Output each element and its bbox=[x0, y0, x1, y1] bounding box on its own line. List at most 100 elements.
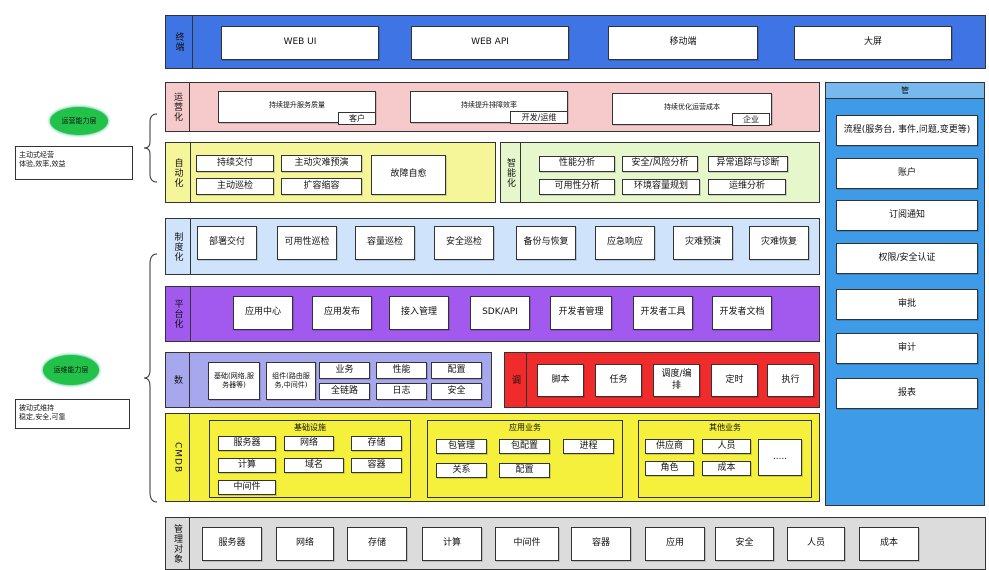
manage-account: 账户 bbox=[836, 158, 978, 189]
capability-bottom-oval: 运维能力层 bbox=[43, 355, 99, 385]
cmdb-personnel: 人员 bbox=[702, 439, 751, 454]
capability-bottom-note: 被动式维持 稳定,安全,可靠 bbox=[15, 399, 130, 429]
object-compute: 计算 bbox=[422, 527, 482, 561]
object-storage: 存储 bbox=[347, 527, 407, 561]
cmdb-label-text: CMDB bbox=[172, 441, 183, 474]
institutional-availability-inspection: 可用性巡检 bbox=[277, 226, 337, 260]
automation-scaling: 扩容缩容 bbox=[281, 178, 362, 195]
automation-self-healing: 故障自愈 bbox=[371, 155, 446, 195]
platform-developer-management: 开发者管理 bbox=[550, 296, 612, 330]
manage-audit: 审计 bbox=[836, 333, 978, 364]
institutional-backup-restore: 备份与恢复 bbox=[516, 226, 576, 260]
object-network: 网络 bbox=[276, 527, 334, 561]
manage-title: 管 bbox=[901, 86, 909, 95]
intelligence-availability: 可用性分析 bbox=[539, 179, 615, 195]
operation-tag-customer: 客户 bbox=[338, 112, 376, 125]
cmdb-middleware: 中间件 bbox=[218, 480, 276, 495]
execute-orchestration: 调度/编排 bbox=[653, 364, 700, 397]
cmdb-supplier: 供应商 bbox=[645, 439, 694, 454]
institutional-deploy-delivery: 部署交付 bbox=[197, 226, 257, 260]
execute-row: 调 脚本 任务 调度/编排 定时 执行 bbox=[504, 352, 820, 408]
cmdb-group-other-title: 其他业务 bbox=[709, 423, 741, 432]
execute-script: 脚本 bbox=[537, 364, 584, 397]
data-full-link: 全链路 bbox=[319, 383, 370, 400]
cmdb-cost: 成本 bbox=[702, 461, 751, 476]
platform-row: 平台化 应用中心 应用发布 接入管理 SDK/API 开发者管理 开发者工具 开… bbox=[165, 286, 820, 342]
cmdb-package-config: 包配置 bbox=[499, 439, 550, 454]
automation-label-text: 自动化 bbox=[172, 157, 183, 188]
object-application: 应用 bbox=[645, 527, 705, 561]
data-infrastructure: 基础(网络,服务器等) bbox=[208, 362, 260, 400]
institutional-label: 制度化 bbox=[166, 219, 191, 274]
institutional-label-text: 制度化 bbox=[172, 231, 183, 262]
cmdb-more: ..... bbox=[758, 439, 802, 476]
object-personnel: 人员 bbox=[787, 527, 845, 561]
cmdb-group-infrastructure-title: 基础设施 bbox=[294, 423, 326, 432]
capability-bottom-note-line2: 稳定,安全,可靠 bbox=[19, 413, 66, 422]
automation-continuous-delivery: 持续交付 bbox=[196, 155, 274, 172]
execute-task: 任务 bbox=[595, 364, 642, 397]
manage-permission: 权限/安全认证 bbox=[836, 243, 978, 274]
platform-access-management: 接入管理 bbox=[389, 296, 449, 330]
intelligence-performance: 性能分析 bbox=[539, 156, 615, 172]
manage-title-bar: 管 bbox=[826, 83, 984, 99]
manage-process: 流程(服务台, 事件,问题,变更等) bbox=[836, 115, 978, 146]
cmdb-package-management: 包管理 bbox=[436, 439, 487, 454]
cmdb-group-application-title: 应用业务 bbox=[509, 423, 541, 432]
platform-developer-docs: 开发者文档 bbox=[712, 296, 772, 330]
institutional-disaster-drill: 灾难预演 bbox=[673, 226, 733, 260]
object-server: 服务器 bbox=[202, 527, 262, 561]
capability-top-note-line1: 主动式经营 bbox=[19, 151, 54, 159]
cmdb-group-application: 应用业务 包管理 包配置 进程 关系 配置 bbox=[427, 420, 623, 498]
platform-sdk-api: SDK/API bbox=[470, 296, 530, 330]
cmdb-server: 服务器 bbox=[218, 436, 276, 451]
cmdb-storage: 存储 bbox=[351, 436, 402, 451]
cmdb-group-other: 其他业务 供应商 人员 角色 成本 ..... bbox=[638, 420, 812, 498]
institutional-emergency-response: 应急响应 bbox=[595, 226, 655, 260]
cmdb-network: 网络 bbox=[284, 436, 334, 451]
execute-label-text: 调 bbox=[510, 375, 520, 385]
data-components: 组件(路由服务,中间件) bbox=[266, 362, 316, 400]
objects-label: 管理对象 bbox=[166, 518, 190, 569]
object-container: 容器 bbox=[571, 527, 631, 561]
brace-top bbox=[143, 113, 158, 183]
data-business: 业务 bbox=[319, 362, 370, 379]
operation-row: 运营化 持续提升服务质量 客户 持续提升排障效率 开发/运维 持续优化运营成本 … bbox=[165, 82, 820, 132]
object-middleware: 中间件 bbox=[495, 527, 559, 561]
intelligence-row: 智能化 性能分析 安全/风险分析 异常追踪与诊断 可用性分析 环境容量规划 运维… bbox=[500, 142, 820, 203]
operation-tag-enterprise: 企业 bbox=[732, 113, 770, 126]
platform-label-text: 平台化 bbox=[172, 299, 183, 329]
channels-label: 终端 bbox=[166, 16, 193, 68]
intelligence-ops-analysis: 运维分析 bbox=[708, 179, 786, 195]
platform-app-center: 应用中心 bbox=[233, 296, 293, 330]
data-config: 配置 bbox=[431, 362, 482, 379]
object-security: 安全 bbox=[715, 527, 774, 561]
object-cost: 成本 bbox=[859, 527, 919, 561]
operation-item-service-quality: 持续提升服务质量 bbox=[218, 91, 376, 123]
intelligence-capacity-planning: 环境容量规划 bbox=[622, 179, 700, 195]
cmdb-container: 容器 bbox=[351, 458, 402, 473]
automation-active-inspection: 主动巡检 bbox=[196, 178, 274, 195]
intelligence-label: 智能化 bbox=[501, 143, 521, 202]
manage-column: 管 流程(服务台, 事件,问题,变更等) 账户 订阅通知 权限/安全认证 审批 … bbox=[825, 82, 985, 506]
capability-top-note-line2: 体验,效率,效益 bbox=[19, 160, 66, 169]
objects-label-text: 管理对象 bbox=[172, 523, 182, 564]
automation-row: 自动化 持续交付 主动灾难预演 主动巡检 扩容缩容 故障自愈 bbox=[165, 142, 496, 203]
data-security: 安全 bbox=[431, 383, 482, 400]
data-performance: 性能 bbox=[376, 362, 427, 379]
execute-run: 执行 bbox=[767, 364, 814, 397]
cmdb-process: 进程 bbox=[563, 439, 614, 454]
manage-subscription: 订阅通知 bbox=[836, 200, 978, 231]
channel-bigscreen: 大屏 bbox=[794, 26, 952, 60]
platform-app-release: 应用发布 bbox=[312, 296, 372, 330]
channel-web-ui: WEB UI bbox=[221, 26, 379, 60]
manage-report: 报表 bbox=[836, 378, 978, 409]
cmdb-role: 角色 bbox=[645, 461, 694, 476]
automation-disaster-drill: 主动灾难预演 bbox=[281, 155, 362, 172]
intelligence-anomaly-tracing: 异常追踪与诊断 bbox=[708, 156, 788, 172]
data-label: 数 bbox=[166, 353, 190, 407]
data-row: 数 基础(网络,服务器等) 组件(路由服务,中间件) 业务 全链路 性能 日志 … bbox=[165, 352, 492, 408]
cmdb-domain: 域名 bbox=[284, 458, 344, 473]
cmdb-relation: 关系 bbox=[436, 463, 487, 478]
channels-label-text: 终端 bbox=[173, 32, 184, 52]
